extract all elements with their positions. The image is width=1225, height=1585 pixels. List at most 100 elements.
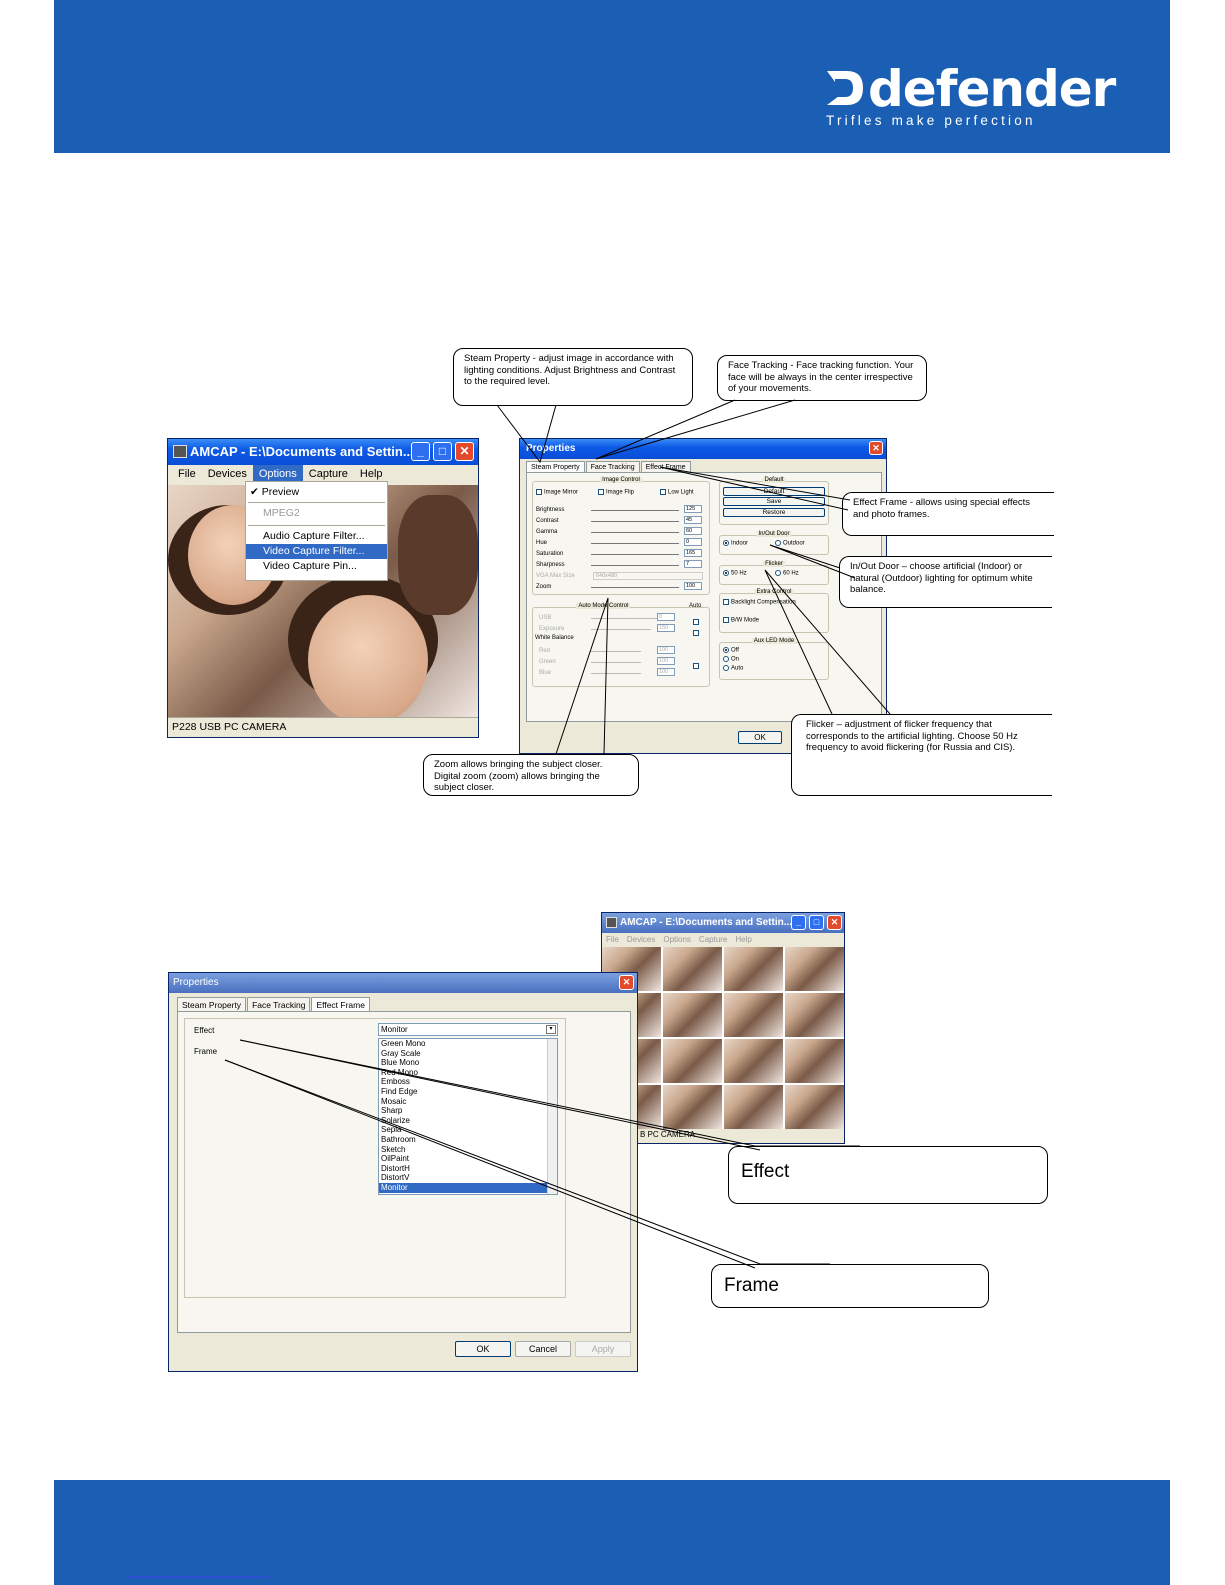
- tab-face-tracking[interactable]: Face Tracking: [585, 461, 640, 473]
- list-item[interactable]: Sketch: [381, 1144, 406, 1154]
- list-item[interactable]: Red Mono: [381, 1067, 418, 1077]
- hue-value[interactable]: 0: [684, 538, 702, 546]
- list-item[interactable]: DistortH: [381, 1163, 410, 1173]
- close-icon[interactable]: ✕: [619, 975, 634, 990]
- menu-item-video-capture-filter[interactable]: Video Capture Filter...: [246, 544, 387, 559]
- aux-auto-radio[interactable]: Auto: [723, 665, 743, 672]
- menu-file[interactable]: File: [606, 935, 619, 944]
- menu-item-audio-capture-filter[interactable]: Audio Capture Filter...: [263, 530, 365, 542]
- menu-item-mpeg2[interactable]: MPEG2: [263, 507, 300, 519]
- zoom-slider[interactable]: [591, 587, 679, 588]
- list-item[interactable]: Gray Scale: [381, 1048, 421, 1058]
- outdoor-radio[interactable]: Outdoor: [775, 540, 805, 547]
- gamma-slider[interactable]: [591, 532, 679, 533]
- save-button[interactable]: Save: [723, 497, 825, 506]
- tab-steam-property[interactable]: Steam Property: [177, 997, 247, 1012]
- amcap-titlebar[interactable]: AMCAP - E:\Documents and Settin... _ □ ✕: [168, 439, 478, 465]
- list-item-selected[interactable]: Monitor: [379, 1182, 557, 1193]
- blue-slider[interactable]: [591, 673, 641, 674]
- white-balance-auto-checkbox[interactable]: [693, 657, 701, 675]
- usb-value[interactable]: 0: [657, 613, 675, 621]
- aux-on-radio[interactable]: On: [723, 656, 739, 663]
- close-icon[interactable]: ✕: [827, 915, 842, 930]
- red-value[interactable]: 100: [657, 646, 675, 654]
- default-button[interactable]: Default: [723, 487, 825, 496]
- chevron-down-icon[interactable]: ▾: [546, 1025, 556, 1034]
- backlight-compensation-checkbox[interactable]: Backlight Compensation: [723, 599, 796, 606]
- effect-list[interactable]: Green Mono Gray Scale Blue Mono Red Mono…: [378, 1038, 558, 1195]
- amcap-effect-titlebar[interactable]: AMCAP - E:\Documents and Settin... _ □ ✕: [602, 913, 844, 933]
- bw-mode-checkbox[interactable]: B/W Mode: [723, 617, 759, 624]
- list-item[interactable]: Mosaic: [381, 1096, 407, 1106]
- exposure-value[interactable]: 150: [657, 624, 675, 632]
- list-item[interactable]: Bathroom: [381, 1134, 416, 1144]
- maximize-icon[interactable]: □: [809, 915, 824, 930]
- green-slider[interactable]: [591, 662, 641, 663]
- list-item[interactable]: Emboss: [381, 1077, 410, 1087]
- aux-off-radio[interactable]: Off: [723, 647, 739, 654]
- menu-devices[interactable]: Devices: [626, 935, 656, 944]
- restore-button[interactable]: Restore: [723, 508, 825, 517]
- hue-slider[interactable]: [591, 543, 679, 544]
- indoor-radio[interactable]: Indoor: [723, 540, 748, 547]
- close-icon[interactable]: ✕: [455, 442, 474, 461]
- sharpness-value[interactable]: 7: [684, 560, 702, 568]
- blue-value[interactable]: 100: [657, 668, 675, 676]
- menu-help[interactable]: Help: [359, 468, 383, 480]
- image-flip-checkbox[interactable]: Image Flip: [598, 489, 634, 496]
- tab-face-tracking[interactable]: Face Tracking: [247, 997, 311, 1012]
- saturation-slider[interactable]: [591, 554, 679, 555]
- minimize-icon[interactable]: _: [791, 915, 806, 930]
- low-light-checkbox[interactable]: Low Light: [660, 489, 694, 496]
- sharpness-slider[interactable]: [591, 565, 679, 566]
- menu-options[interactable]: Options: [252, 465, 303, 485]
- zoom-value[interactable]: 100: [684, 582, 702, 590]
- menu-capture[interactable]: Capture: [308, 468, 348, 480]
- tab-effect-frame[interactable]: Effect Frame: [311, 997, 370, 1012]
- ok-button[interactable]: OK: [738, 731, 782, 744]
- menu-options[interactable]: Options: [663, 935, 691, 944]
- exposure-auto-checkbox[interactable]: [693, 624, 701, 642]
- saturation-value[interactable]: 165: [684, 549, 702, 557]
- effect-select[interactable]: Monitor ▾: [378, 1023, 558, 1036]
- contrast-value[interactable]: 45: [684, 516, 702, 524]
- usb-auto-checkbox[interactable]: [693, 613, 701, 631]
- menu-item-preview[interactable]: ✔ Preview: [250, 486, 300, 498]
- vga-max-size-select[interactable]: 640x480: [593, 572, 703, 580]
- list-item[interactable]: OilPaint: [381, 1154, 410, 1164]
- menu-help[interactable]: Help: [735, 935, 752, 944]
- red-slider[interactable]: [591, 651, 641, 652]
- properties-effect-titlebar[interactable]: Properties ✕: [169, 973, 637, 993]
- ok-button[interactable]: OK: [455, 1341, 511, 1357]
- brand-name: defender: [868, 60, 1116, 118]
- menu-devices[interactable]: Devices: [207, 468, 247, 480]
- contrast-slider[interactable]: [591, 521, 679, 522]
- list-item[interactable]: Find Edge: [381, 1086, 418, 1096]
- green-value[interactable]: 100: [657, 657, 675, 665]
- list-item[interactable]: DistortV: [381, 1173, 410, 1183]
- brightness-slider[interactable]: [591, 510, 679, 511]
- list-item[interactable]: Green Mono: [381, 1039, 426, 1048]
- close-icon[interactable]: ✕: [869, 441, 883, 455]
- list-item[interactable]: Sepia: [381, 1125, 402, 1135]
- cancel-button[interactable]: Cancel: [515, 1341, 571, 1357]
- menu-item-video-capture-pin[interactable]: Video Capture Pin...: [263, 560, 357, 572]
- usb-slider[interactable]: [591, 618, 671, 619]
- menu-file[interactable]: File: [178, 468, 196, 480]
- list-item[interactable]: Sharp: [381, 1106, 403, 1116]
- tab-steam-property[interactable]: Steam Property: [526, 461, 585, 473]
- flicker-50hz-radio[interactable]: 50 Hz: [723, 570, 747, 577]
- minimize-icon[interactable]: _: [411, 442, 430, 461]
- brightness-value[interactable]: 125: [684, 505, 702, 513]
- list-item[interactable]: Blue Mono: [381, 1058, 420, 1068]
- apply-button[interactable]: Apply: [575, 1341, 631, 1357]
- menu-capture[interactable]: Capture: [698, 935, 728, 944]
- gamma-value[interactable]: 60: [684, 527, 702, 535]
- list-item[interactable]: Solarize: [381, 1115, 410, 1125]
- green-label: Green: [539, 659, 556, 665]
- exposure-slider[interactable]: [591, 629, 651, 630]
- maximize-icon[interactable]: □: [433, 442, 452, 461]
- list-scrollbar[interactable]: [547, 1039, 557, 1194]
- image-mirror-checkbox[interactable]: Image Mirror: [536, 489, 578, 496]
- flicker-60hz-radio[interactable]: 60 Hz: [775, 570, 799, 577]
